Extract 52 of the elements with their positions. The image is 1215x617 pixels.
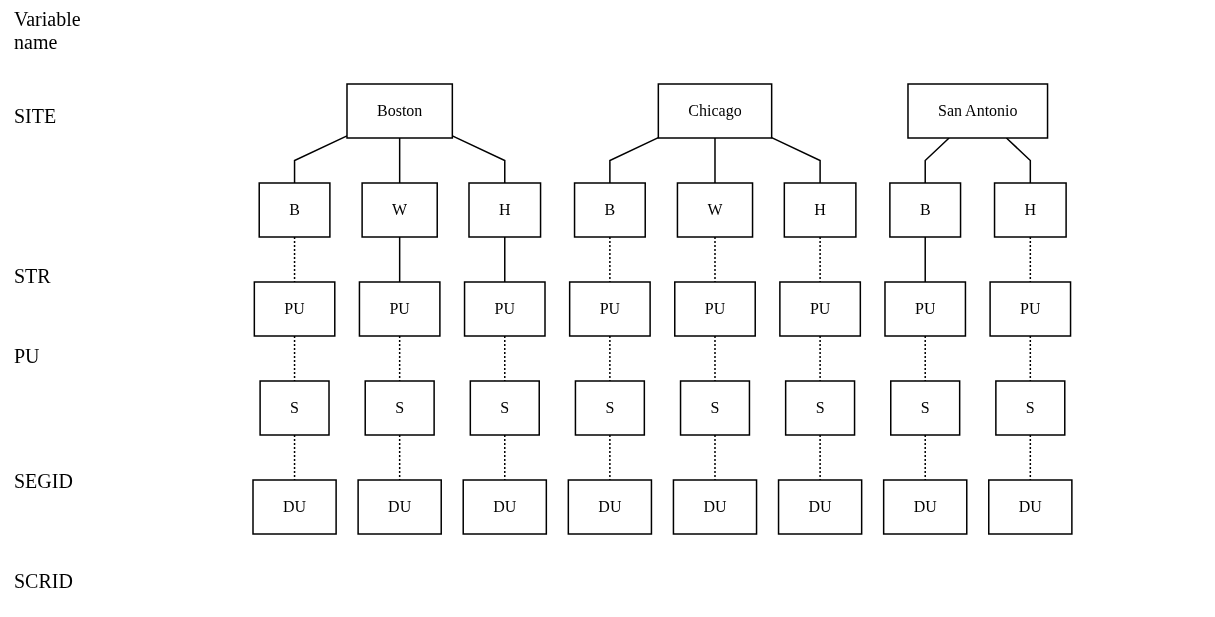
node-box: PU [358,280,441,337]
connector [1005,136,1032,184]
node-box: B [889,181,962,238]
node-box: DU [357,478,443,535]
node-box: DU [882,478,968,535]
connector [293,134,348,184]
node-box: PU [989,280,1072,337]
connector [399,235,401,283]
connector [924,235,926,283]
connector [770,136,821,184]
node-box: S [259,379,330,436]
node-box: DU [672,478,758,535]
node-box: S [469,379,541,436]
node-box: H [993,181,1067,238]
node-box: DU [988,478,1073,535]
node-box: Boston [346,82,454,139]
level-label: STR [14,265,51,288]
level-label: PU [14,345,40,368]
node-box: S [995,379,1066,436]
connector [924,136,950,184]
node-box: San Antonio [907,82,1049,139]
node-box: DU [777,478,863,535]
node-box: PU [779,280,862,337]
connector [504,235,506,283]
node-box: H [468,181,542,238]
node-box: W [676,181,754,238]
node-box: S [574,379,646,436]
level-label: SCRID [14,570,73,593]
node-box: PU [253,280,336,337]
connector [714,136,716,184]
connector [609,136,660,184]
node-box: DU [252,478,337,535]
node-box: S [784,379,856,436]
node-box: S [364,379,435,436]
level-label: SITE [14,105,57,128]
node-box: PU [568,280,651,337]
node-box: B [573,181,647,238]
node-box: DU [462,478,548,535]
node-box: S [890,379,961,436]
node-box: S [679,379,751,436]
connector [451,134,506,184]
node-box: H [783,181,857,238]
level-label: SEGID [14,470,73,493]
connector [399,136,401,184]
node-box: B [258,181,331,238]
node-box: W [361,181,439,238]
node-box: PU [463,280,546,337]
node-box: PU [674,280,757,337]
node-box: Chicago [657,82,773,139]
node-box: PU [884,280,967,337]
header-label: Variable name [14,8,82,54]
node-box: DU [567,478,653,535]
